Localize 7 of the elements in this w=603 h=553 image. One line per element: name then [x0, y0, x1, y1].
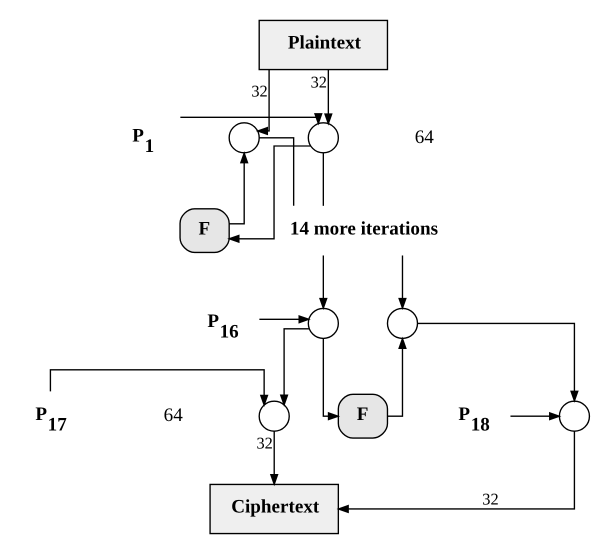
edge-label: 32 [256, 432, 273, 452]
edge-label: 32 [251, 81, 268, 100]
node-text: 14 more iterations [290, 218, 438, 239]
label: 64 [414, 126, 434, 148]
label: 64 [164, 404, 183, 426]
edge-label: 32 [482, 488, 499, 508]
edge-label: 32 [310, 72, 327, 91]
